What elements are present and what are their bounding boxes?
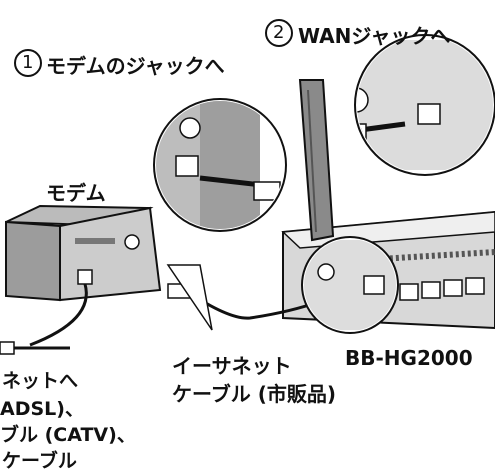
wall-cable — [0, 341, 70, 355]
left-note-line1: ネットへ — [2, 370, 79, 392]
left-note-line3: ブル (CATV)、 — [0, 424, 136, 446]
left-note-line2: ADSL)、 — [0, 398, 84, 420]
modem-label: モデム — [46, 181, 106, 205]
marker-1-number: 1 — [22, 52, 34, 73]
zoom-router-port — [301, 236, 399, 334]
modem-device — [5, 204, 162, 302]
left-note-line4: ケーブル — [2, 450, 77, 472]
device-model-label: BB-HG2000 — [345, 346, 473, 370]
callout-modem-jack-label: モデムのジャックへ — [46, 54, 225, 78]
cable-label-line2: ケーブル (市販品) — [172, 382, 337, 406]
marker-2 — [265, 19, 293, 47]
marker-1 — [14, 49, 42, 77]
callout-wan-jack-label: WANジャックへ — [298, 24, 451, 48]
zoom-wan-jack — [354, 34, 495, 176]
marker-2-number: 2 — [273, 22, 285, 43]
router-port-row — [399, 277, 485, 301]
router-antenna — [298, 79, 335, 242]
zoom-modem-jack — [153, 98, 287, 331]
ethernet-cable — [29, 283, 319, 347]
cable-label-line1: イーサネット — [172, 354, 292, 378]
